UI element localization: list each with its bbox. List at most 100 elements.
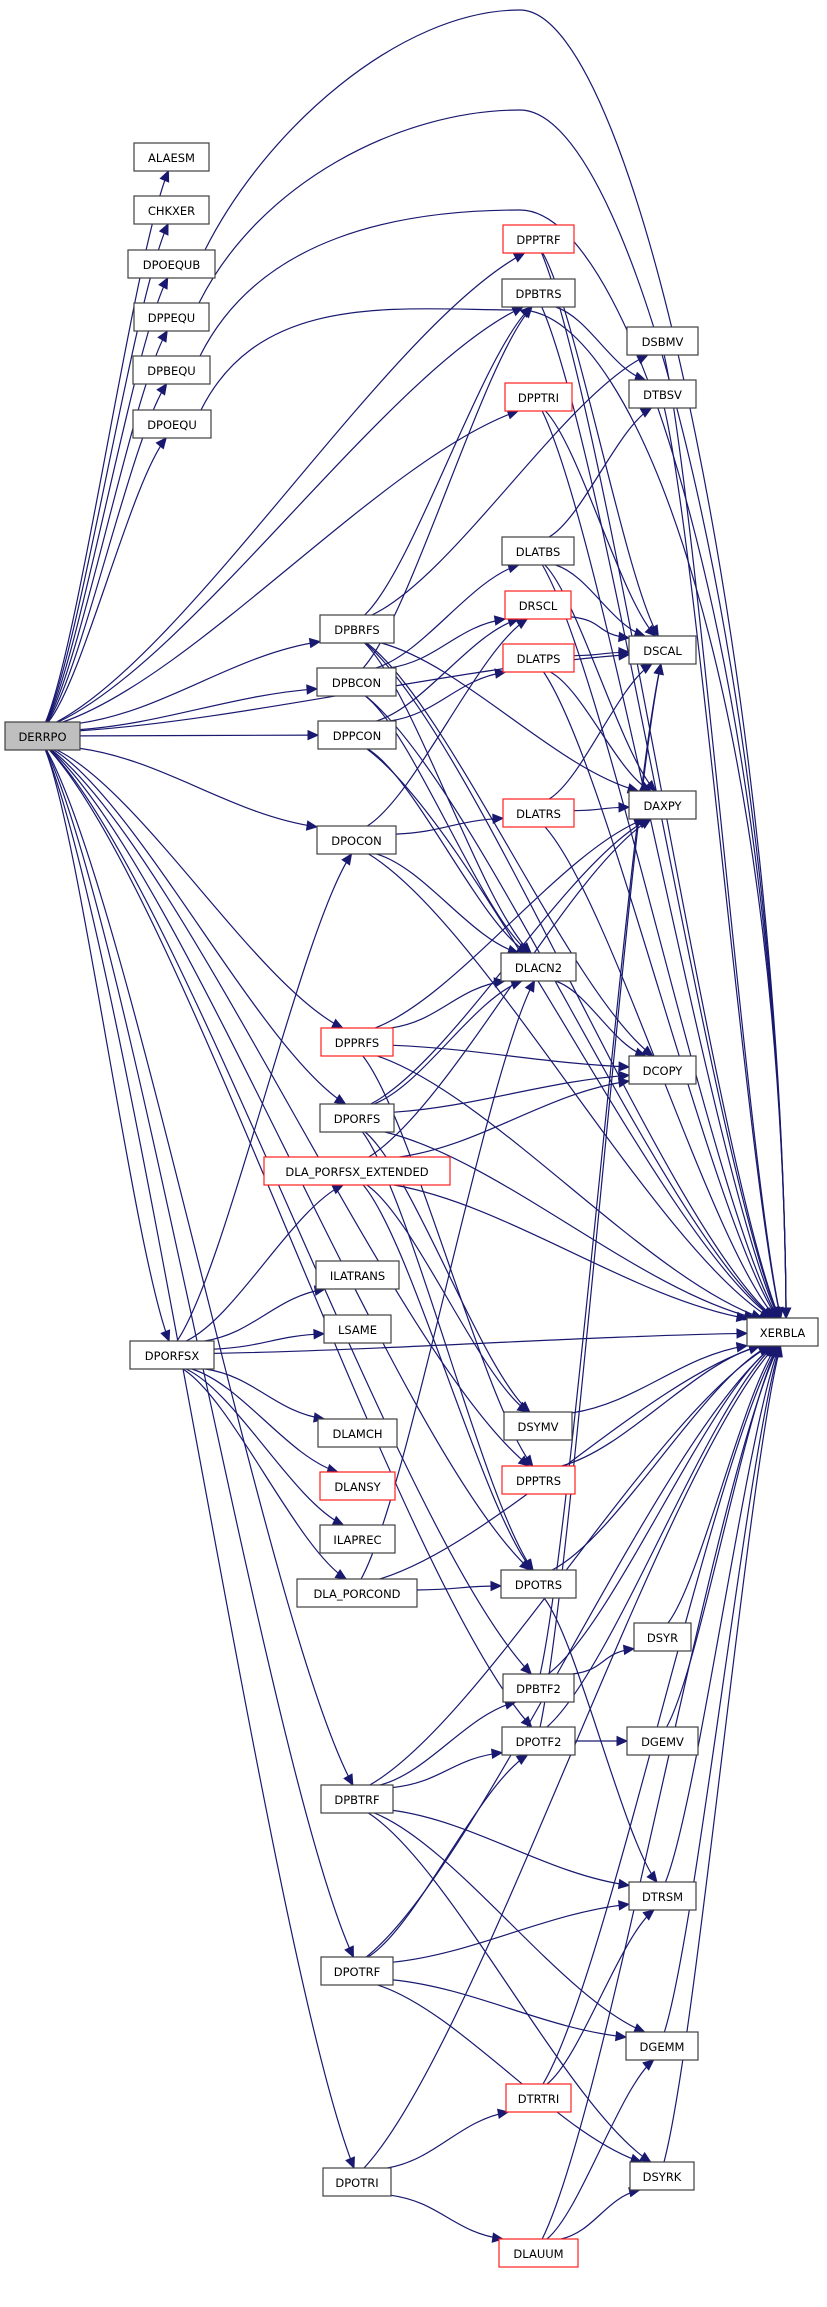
node-daxpy[interactable]: DAXPY (628, 790, 697, 820)
node-dlansy[interactable]: DLANSY (319, 1471, 396, 1501)
node-dgemv[interactable]: DGEMV (626, 1726, 699, 1756)
node-dcopy[interactable]: DCOPY (628, 1055, 697, 1085)
edge-line (47, 437, 167, 723)
node-dlatrs[interactable]: DLATRS (502, 798, 575, 828)
node-dpbequ[interactable]: DPBEQU (132, 355, 211, 385)
edge-dpotrf-to-dtrsm (392, 1900, 631, 1963)
node-dlatps[interactable]: DLATPS (502, 643, 575, 673)
node-dla-porfsx-extended[interactable]: DLA_PORFSX_EXTENDED (263, 1156, 451, 1186)
arrowhead-icon (341, 852, 353, 866)
node-drscl[interactable]: DRSCL (504, 590, 572, 620)
arrowhead-icon (344, 1945, 354, 1959)
node-label: DPOTRI (335, 2176, 378, 2190)
arrowhead-icon (345, 2156, 355, 2170)
arrowhead-icon (521, 1558, 534, 1571)
node-dlamch[interactable]: DLAMCH (317, 1418, 398, 1448)
node-dpbtrf[interactable]: DPBTRF (320, 1784, 394, 1814)
node-dpptri[interactable]: DPPTRI (504, 382, 573, 412)
node-dlacn2[interactable]: DLACN2 (500, 952, 577, 982)
node-label: DPPCON (333, 729, 381, 743)
node-dporfs[interactable]: DPORFS (319, 1103, 395, 1133)
node-dpprfs[interactable]: DPPRFS (320, 1027, 394, 1057)
node-dscal[interactable]: DSCAL (628, 635, 697, 665)
node-dppequ[interactable]: DPPEQU (133, 302, 210, 332)
edge-line (377, 1984, 642, 2163)
node-label: DPOTF2 (516, 1735, 562, 1749)
node-dtrtri[interactable]: DTRTRI (505, 2083, 572, 2113)
node-dpptrf[interactable]: DPPTRF (502, 224, 575, 254)
node-dlatbs[interactable]: DLATBS (501, 536, 575, 566)
edge-line (213, 1332, 748, 1354)
node-dppcon[interactable]: DPPCON (317, 720, 397, 750)
edge-line (393, 1074, 630, 1113)
node-dla-porcond[interactable]: DLA_PORCOND (296, 1578, 418, 1608)
node-lsame[interactable]: LSAME (323, 1314, 392, 1344)
edge-dpocon-to-dlatrs (395, 813, 505, 835)
edge-line (365, 1345, 774, 1958)
edge-line (548, 663, 653, 800)
node-dpptrs[interactable]: DPPTRS (501, 1465, 576, 1495)
edge-dlatbs-to-xerbla (541, 564, 779, 1320)
edge-line (371, 354, 648, 616)
node-dpbtrs[interactable]: DPBTRS (501, 278, 576, 308)
node-ilatrans[interactable]: ILATRANS (315, 1260, 400, 1290)
node-dpotf2[interactable]: DPOTF2 (501, 1726, 576, 1756)
edge-dla-porfsx-extended-to-xerbla (393, 1184, 749, 1322)
node-box (319, 1471, 396, 1501)
edge-line (367, 748, 528, 954)
node-box (628, 379, 697, 409)
arrowhead-icon (333, 1093, 347, 1105)
node-box (296, 1578, 418, 1608)
node-alaesm[interactable]: ALAESM (133, 142, 210, 172)
arrowhead-icon (334, 1568, 348, 1580)
node-dpocon[interactable]: DPOCON (316, 825, 397, 855)
edge-line (393, 1184, 748, 1320)
node-dlauum[interactable]: DLAUUM (498, 2238, 579, 2268)
node-dsyr[interactable]: DSYR (633, 1622, 692, 1652)
edge-dla-porfsx-extended-to-dsymv (366, 1184, 530, 1413)
node-dpotri[interactable]: DPOTRI (322, 2167, 392, 2197)
arrowhead-icon (158, 276, 169, 290)
node-dpbcon[interactable]: DPBCON (316, 667, 397, 697)
node-dpoequ[interactable]: DPOEQU (132, 409, 212, 439)
edge-line (367, 1754, 528, 1958)
edge-dppcon-to-dlatps (389, 668, 507, 722)
edge-line (560, 2189, 640, 2240)
node-dpotrs[interactable]: DPOTRS (500, 1569, 577, 1599)
node-dpoequb[interactable]: DPOEQUB (127, 249, 216, 279)
arrowhead-icon (646, 1870, 658, 1883)
node-dsymv[interactable]: DSYMV (503, 1411, 573, 1441)
edge-line (542, 1345, 779, 2085)
node-dsbmv[interactable]: DSBMV (626, 326, 699, 356)
arrowhead-icon (618, 1900, 631, 1911)
edge-line (379, 1701, 516, 1786)
node-ilaprec[interactable]: ILAPREC (319, 1524, 396, 1554)
node-chkxer[interactable]: CHKXER (133, 195, 210, 225)
node-label: DRSCL (519, 599, 558, 613)
edge-dlauum-to-dgemm (546, 2059, 655, 2240)
node-dpbtf2[interactable]: DPBTF2 (502, 1673, 575, 1703)
node-dgemm[interactable]: DGEMM (625, 2031, 699, 2061)
edge-line (366, 748, 773, 1319)
arrowhead-icon (736, 1328, 749, 1339)
edge-dpbtrf-to-dsyrk (367, 1812, 652, 2163)
arrowhead-icon (331, 1515, 345, 1526)
node-dporfsx[interactable]: DPORFSX (129, 1340, 215, 1370)
edge-dpotrf-to-dpotf2 (367, 1754, 529, 1958)
node-derrpo[interactable]: DERRPO (4, 721, 81, 751)
edge-derrpo-to-dpotf2 (48, 749, 533, 1728)
node-box (502, 1673, 575, 1703)
edge-line (376, 853, 519, 954)
node-dpotrf[interactable]: DPOTRF (320, 1956, 394, 1986)
node-dtbsv[interactable]: DTBSV (628, 379, 697, 409)
node-box (500, 1569, 577, 1599)
edge-dpocon-to-dlacn2 (376, 853, 520, 956)
node-dsyrk[interactable]: DSYRK (629, 2161, 695, 2191)
arrowhead-icon (769, 1344, 780, 1358)
node-label: DPOEQU (147, 418, 197, 432)
node-xerbla[interactable]: XERBLA (746, 1317, 819, 1347)
node-dtrsm[interactable]: DTRSM (628, 1881, 697, 1911)
node-label: DPBTRF (334, 1793, 379, 1807)
node-dpbrfs[interactable]: DPBRFS (319, 614, 395, 644)
node-box (498, 2238, 579, 2268)
